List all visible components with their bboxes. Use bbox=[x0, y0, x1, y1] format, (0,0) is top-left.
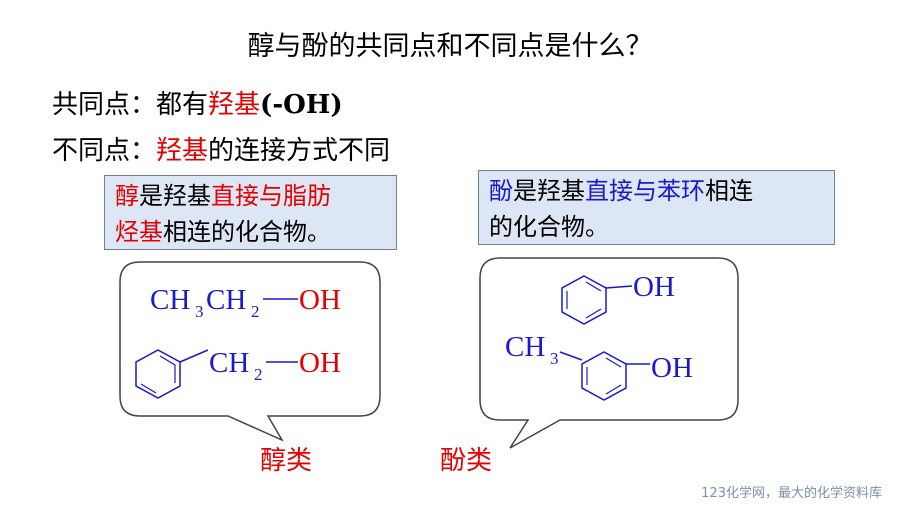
phenol-oh: OH bbox=[633, 271, 675, 303]
alcohol-word: 醇 bbox=[115, 182, 139, 210]
ethanol-ch2: CH bbox=[206, 284, 246, 316]
alcohol-def-line2: 烃基相连的化合物。 bbox=[115, 214, 386, 250]
alcohol-def-highlight2: 烃基 bbox=[115, 218, 163, 246]
ethanol-structure: CH 3 CH 2 OH bbox=[150, 284, 341, 321]
ethanol-sub3: 3 bbox=[195, 302, 204, 321]
alcohol-def-line1: 醇是羟基直接与脂肪 bbox=[115, 178, 386, 214]
alcohol-bubble bbox=[119, 261, 381, 442]
benzyl-ch2: CH bbox=[209, 347, 249, 379]
phenol-bubble bbox=[479, 257, 739, 449]
benzyl-sub2: 2 bbox=[254, 365, 263, 384]
phenol-structure: OH bbox=[561, 271, 675, 325]
ethanol-sub2: 2 bbox=[251, 302, 260, 321]
phenol-def-line2: 的化合物。 bbox=[489, 209, 824, 245]
alcohol-label: 醇类 bbox=[260, 446, 313, 476]
cresol-structure: CH 3 OH bbox=[505, 331, 693, 401]
phenol-def-line1: 酚是羟基直接与苯环相连 bbox=[489, 173, 824, 209]
cresol-ch3: CH bbox=[505, 331, 545, 363]
alcohol-def-highlight1: 直接与脂肪 bbox=[211, 182, 331, 210]
benzyl-oh: OH bbox=[299, 347, 341, 379]
phenol-label: 酚类 bbox=[440, 446, 493, 476]
phenol-word: 酚 bbox=[489, 177, 513, 205]
difference-prefix: 不同点： bbox=[52, 136, 157, 166]
phenol-def-highlight: 直接与苯环 bbox=[585, 177, 705, 205]
alcohol-def-text1: 是羟基 bbox=[139, 182, 211, 210]
alcohol-def-text2: 相连的化合物。 bbox=[163, 218, 331, 246]
ethanol-ch3: CH bbox=[150, 284, 190, 316]
phenol-definition-box: 酚是羟基直接与苯环相连 的化合物。 bbox=[478, 170, 835, 245]
cresol-oh: OH bbox=[651, 352, 693, 384]
hydroxyl-formula: (-OH) bbox=[260, 90, 343, 120]
slide-title: 醇与酚的共同点和不同点是什么？ bbox=[247, 31, 653, 62]
common-point-line: 共同点：都有羟基(-OH) bbox=[52, 84, 343, 121]
difference-hydroxyl: 羟基 bbox=[156, 136, 209, 166]
difference-suffix: 的连接方式不同 bbox=[208, 136, 391, 166]
phenol-def-text1: 是羟基 bbox=[513, 177, 585, 205]
ethanol-oh: OH bbox=[299, 284, 341, 316]
common-point-prefix: 共同点：都有 bbox=[52, 90, 209, 120]
hydroxyl-highlight: 羟基 bbox=[208, 90, 261, 120]
difference-line: 不同点：羟基的连接方式不同 bbox=[52, 130, 390, 167]
footer-watermark: 123化学网，最大的化学资料库 bbox=[701, 486, 882, 501]
phenol-def-text2: 相连 bbox=[705, 177, 753, 205]
benzyl-alcohol-structure: CH 2 OH bbox=[135, 347, 341, 399]
cresol-sub3: 3 bbox=[550, 349, 559, 368]
phenol-def-text3: 的化合物。 bbox=[489, 213, 609, 241]
alcohol-definition-box: 醇是羟基直接与脂肪 烃基相连的化合物。 bbox=[104, 175, 397, 250]
